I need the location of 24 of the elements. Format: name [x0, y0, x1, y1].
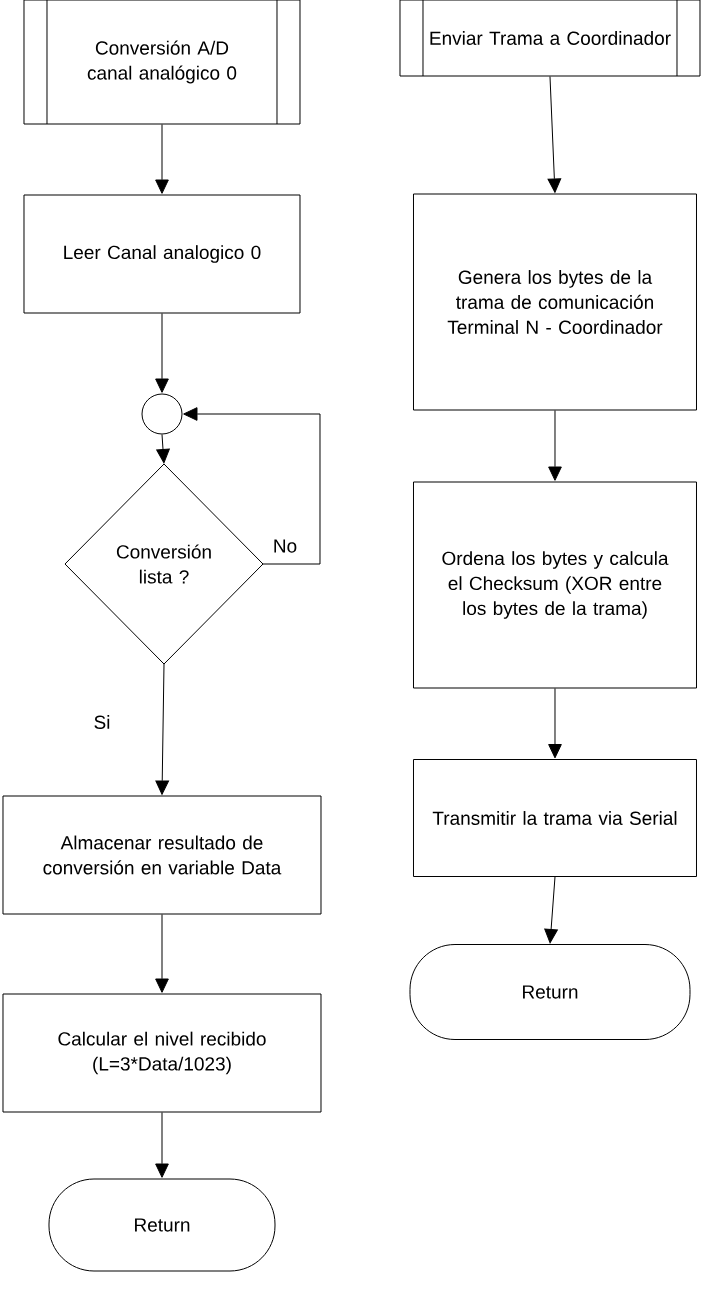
process-box: Leer Canal analogico 0	[23, 194, 301, 314]
arrow	[155, 663, 170, 795]
process-box: Genera los bytes de la trama de comunicación Terminal N - Coordinador	[413, 193, 697, 411]
arrow	[155, 1112, 169, 1178]
arrow	[548, 410, 562, 481]
arrow	[156, 434, 170, 464]
arrow	[183, 407, 321, 565]
subprocess-box: Conversión A/D canal analógico 0	[23, 0, 301, 125]
terminator: Return	[48, 1178, 276, 1272]
arrow	[548, 688, 562, 759]
process-box: Calcular el nivel recibido (L=3*Data/1023)	[2, 993, 322, 1113]
connector-circle	[141, 393, 183, 435]
arrow	[547, 76, 562, 193]
arrow	[155, 124, 169, 194]
edge-label: No	[270, 537, 300, 555]
arrow	[544, 876, 558, 944]
arrow	[155, 914, 169, 993]
process-box: Almacenar resultado de conversión en variable Data	[2, 795, 322, 915]
arrow	[155, 313, 169, 393]
subprocess-box: Enviar Trama a Coordinador	[399, 0, 701, 77]
process-box: Ordena los bytes y calcula el Checksum (XOR entre los bytes de la trama)	[413, 481, 697, 689]
process-box: Transmitir la trama via Serial	[413, 759, 697, 877]
terminator: Return	[409, 944, 691, 1040]
edge-label: Si	[91, 713, 113, 731]
